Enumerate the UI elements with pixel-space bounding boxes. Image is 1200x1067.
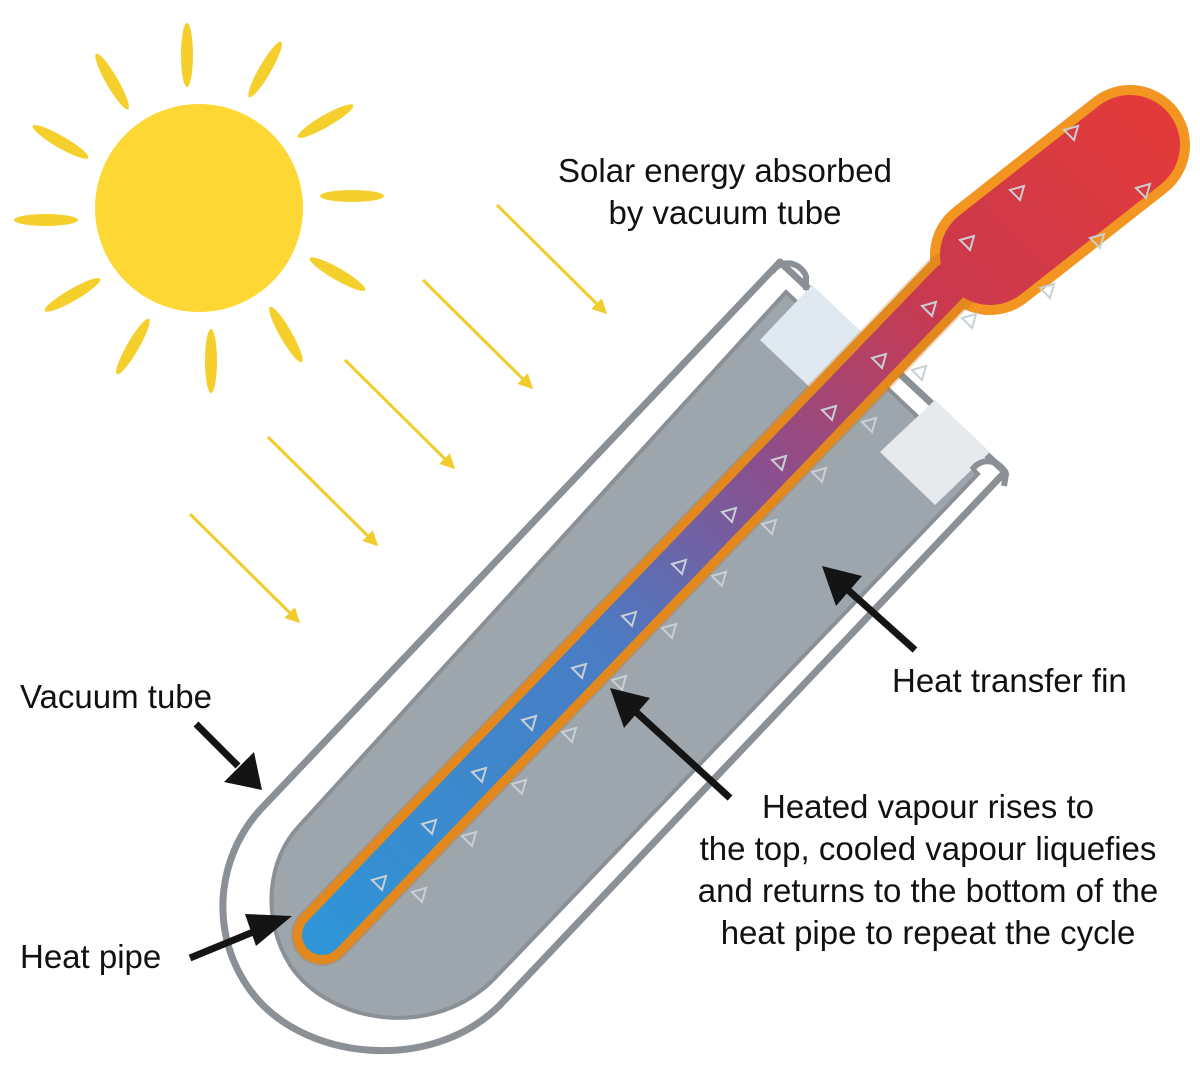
label-heat-transfer-fin: Heat transfer fin [892, 660, 1127, 702]
label-solar-energy: Solar energy absorbed by vacuum tube [520, 150, 930, 234]
sunlight-arrow-icon [495, 203, 608, 315]
pointer-arrow-fin-icon [822, 566, 918, 653]
vapour-triangles [370, 124, 1152, 904]
label-vapour-line: heat pipe to repeat the cycle [720, 914, 1136, 951]
label-vapour-cycle: Heated vapour rises to the top, cooled v… [660, 786, 1196, 954]
label-heat-transfer-fin-text: Heat transfer fin [892, 662, 1127, 699]
label-heat-pipe-text: Heat pipe [20, 938, 162, 975]
label-vapour-line: Heated vapour rises to [761, 788, 1094, 825]
label-vapour-line: and returns to the bottom of the [697, 872, 1159, 909]
pointer-arrow-heat-pipe-icon [188, 914, 292, 962]
label-heat-pipe: Heat pipe [20, 936, 161, 978]
pointer-arrow-vapour-icon [610, 688, 733, 801]
sunlight-arrows [188, 203, 608, 624]
heat-pipe [291, 85, 1190, 966]
label-vacuum-tube: Vacuum tube [20, 676, 212, 718]
sunlight-arrow-icon [421, 278, 534, 390]
sunlight-arrow-icon [266, 435, 379, 547]
label-vapour-line: the top, cooled vapour liquefies [699, 830, 1157, 867]
sunlight-arrow-icon [343, 358, 456, 470]
label-vacuum-tube-text: Vacuum tube [20, 678, 213, 715]
pointer-arrow-vacuum-tube-icon [193, 721, 262, 790]
pointer-arrows [188, 566, 918, 962]
sunlight-arrow-icon [188, 512, 301, 624]
label-solar-line: by vacuum tube [608, 194, 842, 231]
label-solar-line: Solar energy absorbed [558, 152, 892, 189]
sun-icon [14, 23, 384, 393]
